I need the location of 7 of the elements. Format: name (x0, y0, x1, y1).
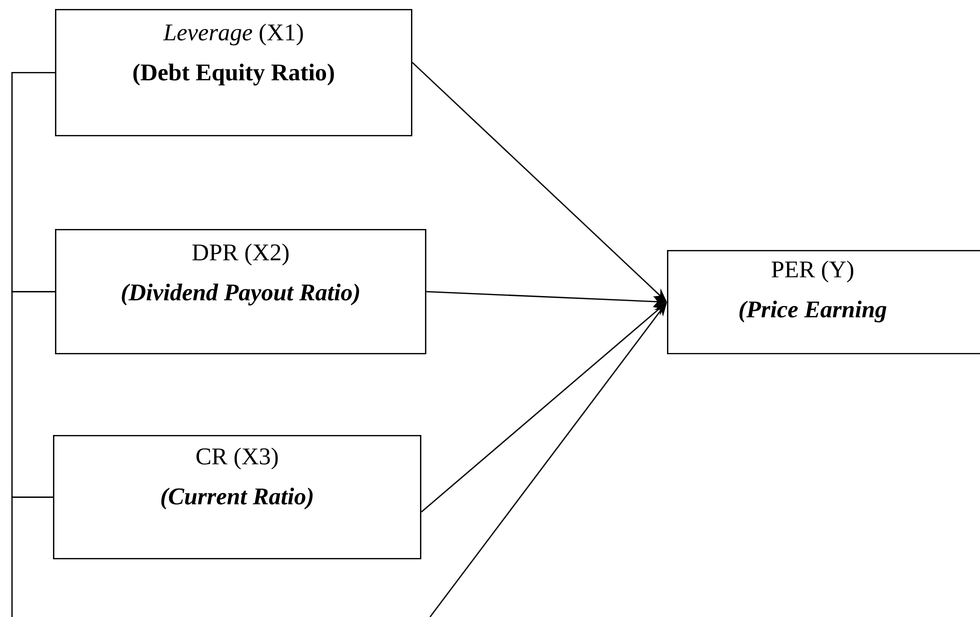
variable-box: DPR (X2) (Dividend Payout Ratio) (55, 228, 426, 354)
variable-box: Leverage (X1) (Debt Equity Ratio) (55, 8, 412, 136)
variable-box: PER (Y) (Price Earning (667, 250, 980, 354)
connector-line (11, 290, 55, 498)
connector-line (11, 72, 55, 292)
connector-line (11, 496, 53, 617)
variable-box: CR (X3) (Current Ratio) (53, 434, 422, 560)
